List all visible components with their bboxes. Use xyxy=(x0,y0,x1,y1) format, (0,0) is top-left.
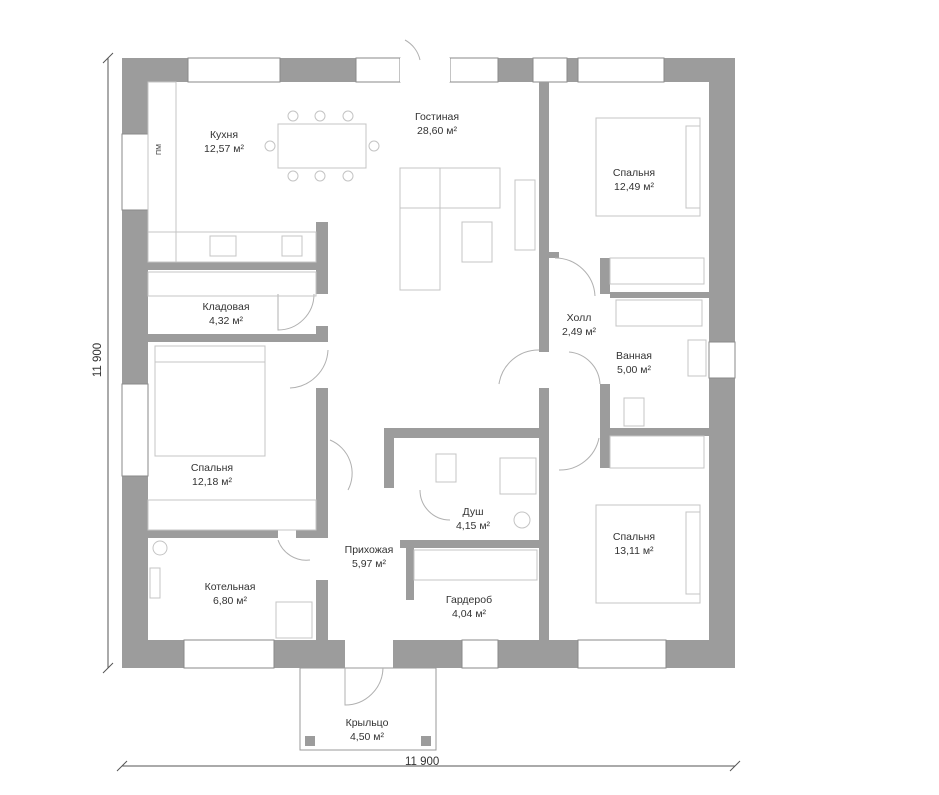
kitchen-furniture xyxy=(147,81,380,297)
room-bedroom-1: Спальня 12,49 м² xyxy=(613,166,655,194)
room-boiler: Котельная 6,80 м² xyxy=(205,580,256,608)
room-area: 2,49 м² xyxy=(561,326,597,338)
room-name: Кухня xyxy=(209,129,239,141)
room-area: 12,18 м² xyxy=(192,476,232,488)
room-area: 13,11 м² xyxy=(614,545,654,557)
room-name: Спальня xyxy=(612,167,656,179)
living-furniture xyxy=(399,167,536,291)
room-bathroom: Ванная 5,00 м² xyxy=(616,349,652,377)
room-area: 4,15 м² xyxy=(455,520,491,532)
room-name: Гостиная xyxy=(414,111,460,123)
room-area: 12,49 м² xyxy=(614,181,654,193)
room-name: Холл xyxy=(566,312,592,324)
room-area: 4,04 м² xyxy=(451,608,487,620)
windows xyxy=(121,57,736,669)
dimension-lines xyxy=(102,52,741,772)
room-name: Прихожая xyxy=(344,544,394,556)
room-name: Спальня xyxy=(612,531,656,543)
interior-walls xyxy=(148,82,709,668)
room-area: 6,80 м² xyxy=(212,595,248,607)
room-area: 5,97 м² xyxy=(351,558,387,570)
room-name: Крыльцо xyxy=(345,717,389,729)
dimension-height: 11 900 xyxy=(92,342,104,378)
room-kitchen: Кухня 12,57 м² xyxy=(204,128,244,156)
room-pantry: Кладовая 4,32 м² xyxy=(202,300,249,328)
room-name: Душ xyxy=(462,506,484,518)
room-name: Спальня xyxy=(190,462,234,474)
exterior-walls xyxy=(122,58,735,668)
room-shower: Душ 4,15 м² xyxy=(456,505,490,533)
room-name: Котельная xyxy=(204,581,256,593)
sanitary-fixtures xyxy=(149,299,707,639)
room-area: 5,00 м² xyxy=(616,364,652,376)
dimension-width: 11 900 xyxy=(405,756,440,768)
room-area: 28,60 м² xyxy=(417,125,457,137)
fridge-label: ПМ xyxy=(155,144,163,155)
room-name: Гардероб xyxy=(445,594,493,606)
room-porch: Крыльцо 4,50 м² xyxy=(346,716,389,744)
room-living: Гостиная 28,60 м² xyxy=(415,110,459,138)
doors xyxy=(277,39,601,706)
room-wardrobe: Гардероб 4,04 м² xyxy=(446,593,492,621)
bedroom-furniture xyxy=(147,117,705,604)
room-name: Кладовая xyxy=(202,301,250,313)
room-area: 4,32 м² xyxy=(208,315,244,327)
room-bedroom-3: Спальня 13,11 м² xyxy=(613,530,655,558)
room-name: Ванная xyxy=(616,350,652,362)
porch-outline xyxy=(299,667,437,751)
room-bedroom-2: Спальня 12,18 м² xyxy=(191,461,233,489)
room-hall: Холл 2,49 м² xyxy=(562,311,596,339)
room-entry: Прихожая 5,97 м² xyxy=(345,543,394,571)
room-area: 12,57 м² xyxy=(204,143,244,155)
room-area: 4,50 м² xyxy=(349,731,385,743)
